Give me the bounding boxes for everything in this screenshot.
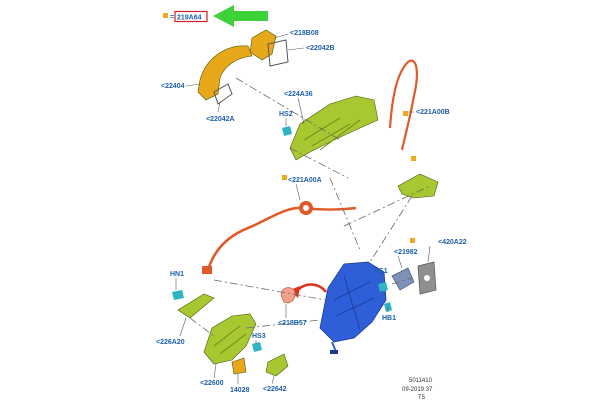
leader-22404 [185, 83, 201, 87]
label-HS2: HS2 [279, 111, 293, 118]
outer-handle-part [197, 45, 253, 101]
cables-group [202, 59, 418, 274]
hs2-clip-part [282, 126, 292, 136]
footer-date: 09-2019 37 [402, 387, 433, 393]
label-14028: 14028 [230, 387, 250, 394]
footer-doc-number: 5011410 [409, 378, 433, 384]
bracket-marker-square [411, 156, 416, 161]
dash-line-2 [289, 147, 349, 179]
marker-squares-group [282, 111, 415, 243]
leader-22642 [271, 375, 275, 385]
dash-line-6 [213, 279, 327, 301]
dash-line-8 [245, 319, 321, 329]
label-21982: <21982 [394, 249, 418, 256]
label-22642: <22642 [263, 386, 287, 393]
leader-224A36 [297, 97, 305, 125]
marker-square-latch [410, 238, 415, 243]
hs3-clip-part [252, 342, 262, 352]
label-224A36: <224A36 [284, 91, 313, 98]
inner-handle-detail [213, 325, 247, 355]
inner-handle-housing-part [203, 313, 257, 365]
label-221A00A: <221A00A [288, 177, 322, 184]
header-group: = 219A64 [163, 5, 268, 27]
label-HN1: HN1 [170, 271, 184, 278]
label-226A20: <226A20 [156, 339, 185, 346]
part-code: 219A64 [177, 15, 202, 22]
label-HS1: HS1 [374, 268, 388, 275]
outer-handle-group [197, 29, 379, 161]
striker-part [391, 267, 415, 291]
leader-22600 [213, 363, 217, 379]
gasket-a-part [213, 83, 233, 105]
hn1-clip-part [172, 290, 184, 300]
handle-cap-part [249, 29, 277, 61]
inner-handle-group [172, 290, 289, 377]
label-218B57: <218B57 [278, 320, 307, 327]
release-cable-a [206, 206, 357, 271]
latch-bolt-head [330, 350, 338, 354]
leader-218B08 [273, 33, 289, 39]
small-cap-part [231, 357, 247, 375]
red-curved-arrow-icon [294, 283, 328, 293]
green-pointer-arrow-icon [213, 5, 268, 27]
cable-a-tip [202, 266, 212, 274]
part-code-highlight-box [174, 10, 208, 23]
label-420A22: <420A22 [438, 239, 467, 246]
label-HS3: HS3 [252, 333, 266, 340]
marker-square-cable-b [403, 111, 408, 116]
dash-line-3 [329, 177, 361, 251]
leader-420A22 [427, 245, 431, 263]
label-22042A: <22042A [206, 116, 235, 123]
release-cable-b [388, 59, 418, 151]
label-22042B: <22042B [306, 45, 335, 52]
hs1-clip-part [378, 282, 388, 292]
latch-detail [333, 275, 375, 331]
label-221A00B: <221A00B [416, 109, 450, 116]
marker-square-cable-a [282, 175, 287, 180]
leader-22042B [287, 47, 305, 51]
inner-lever-part [177, 293, 215, 319]
header-marker-square [163, 13, 168, 18]
footer-code: T5 [418, 395, 426, 400]
label-218B08: <218B08 [290, 30, 319, 37]
leader-lines-group [175, 33, 431, 385]
dash-line-5 [343, 185, 431, 227]
assembly-lines-group [189, 77, 431, 337]
label-HB1: HB1 [382, 315, 396, 322]
dash-line-7 [189, 317, 215, 337]
small-bracket-part [265, 353, 289, 377]
leader-21982 [397, 255, 403, 269]
cable-a-end-hole [303, 205, 309, 211]
header-equals: = [170, 14, 174, 21]
latch-clip-part [280, 287, 296, 304]
leader-221A00A [295, 183, 301, 201]
plate-hole [424, 275, 430, 281]
callout-labels-group: <218B08 <22042B <22404 <22042A <224A36 H… [156, 30, 467, 394]
footer-group: 5011410 09-2019 37 T5 [402, 378, 433, 400]
gasket-b-part [267, 39, 289, 67]
handle-frame-part [289, 95, 379, 161]
dash-line-4 [369, 195, 413, 263]
cable-bracket-part [397, 173, 439, 199]
leader-226A20 [179, 317, 187, 337]
leader-22042A [217, 101, 221, 113]
dash-line-1 [235, 77, 341, 141]
dash-line-9 [391, 277, 413, 285]
latch-group [280, 261, 437, 354]
label-22600: <22600 [200, 380, 224, 387]
label-22404: <22404 [161, 83, 185, 90]
right-bracket-group [397, 156, 439, 199]
